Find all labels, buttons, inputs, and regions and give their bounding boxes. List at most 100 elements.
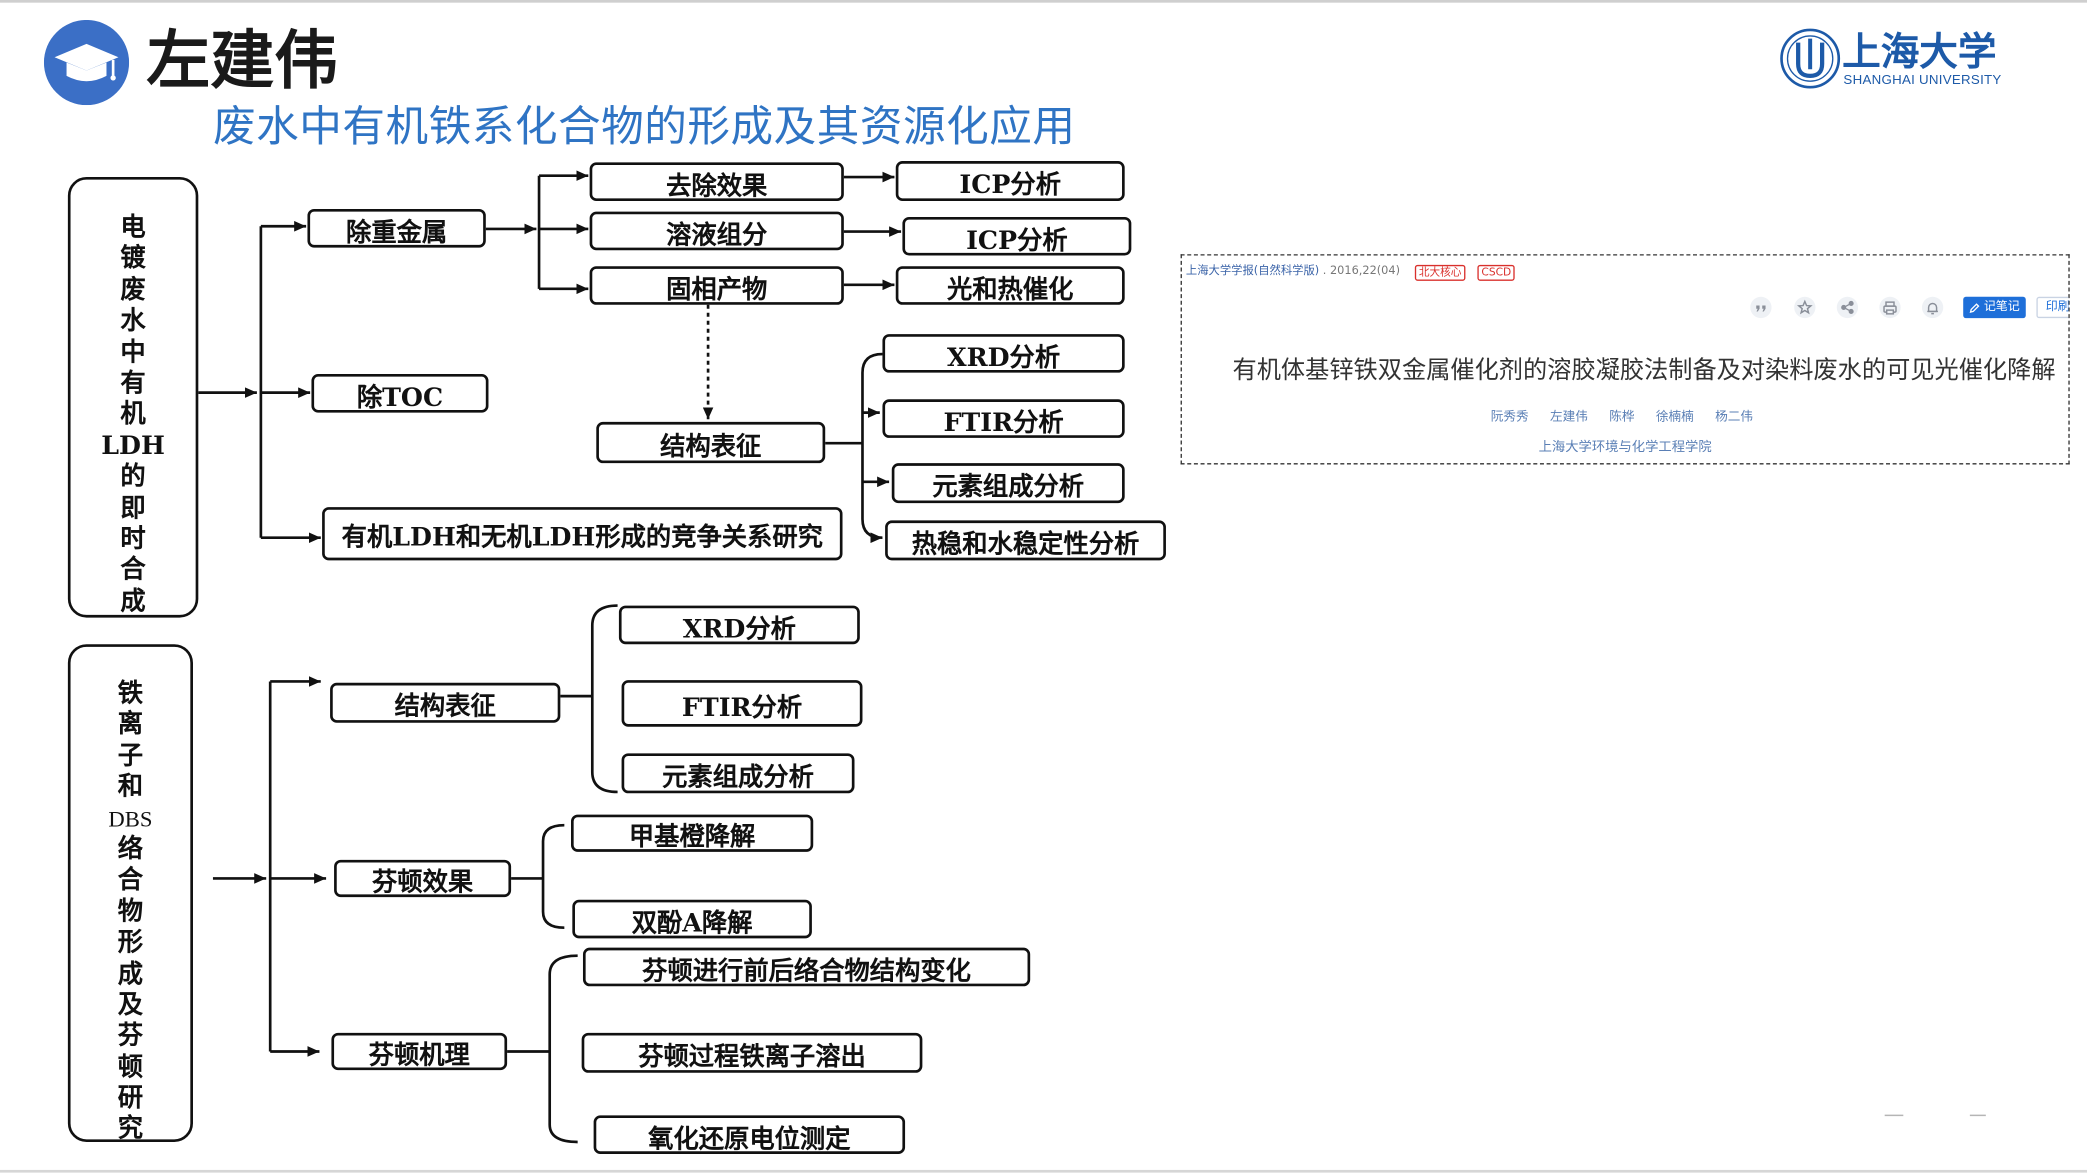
logo-name-cn: 上海大学 [1842,29,1997,75]
university-logo: 上海大学 SHANGHAI UNIVERSITY [1778,19,2002,99]
node-structure-characterization-2: 结构表征 [330,682,561,723]
root-char: 废 [120,275,146,305]
root-char: 成 [117,958,144,989]
node-ftir-analysis-1: FTIR分析 [882,399,1125,438]
root-char: 研 [117,1083,144,1113]
node-redox-potential: 氧化还原电位测定 [593,1115,906,1154]
bell-icon[interactable] [1921,296,1944,319]
note-button[interactable]: 记笔记 [1963,296,2026,319]
print-icon [1883,301,1897,315]
node-fenton-mechanism: 芬顿机理 [331,1032,508,1071]
root-char: LDH [101,430,165,461]
root-char: 顿 [117,1052,144,1082]
node-ftir-analysis-2: FTIR分析 [621,680,863,727]
node-xrd-analysis-1: XRD分析 [882,334,1125,373]
root-char: 有 [120,368,146,398]
paper-card[interactable]: 上海大学学报(自然科学版) . 2016,22(04) 北大核心 CSCD 记笔… [1180,254,2070,465]
quote-icon[interactable] [1750,296,1772,319]
graduation-cap-icon [43,19,130,106]
paper-author: 杨二伟 [1715,409,1754,425]
node-methyl-orange-degradation: 甲基橙降解 [570,814,814,852]
paper-journal-line: 上海大学学报(自然科学版) . 2016,22(04) [1186,265,1400,280]
node-xrd-analysis-2: XRD分析 [618,605,860,645]
root-char: 成 [120,586,146,616]
paper-author: 徐楠楠 [1655,409,1694,425]
node-icp-analysis-1: ICP分析 [895,161,1125,201]
bottom-border [0,1169,2087,1173]
root-char: 铁 [117,678,144,709]
root-char: 形 [117,927,144,958]
root-char: 即 [120,493,146,523]
paper-issue: . 2016,22(04) [1319,264,1401,279]
share-icon [1841,300,1854,314]
paper-author: 左建伟 [1549,409,1588,425]
node-element-analysis-2: 元素组成分析 [621,753,855,794]
root-char: 究 [117,1114,144,1144]
node-competition-study: 有机LDH和无机LDH形成的竞争关系研究 [322,507,843,561]
node-toc-removal: 除TOC [311,374,489,413]
star-icon [1796,299,1813,315]
seal-inner-ring [1786,35,1834,82]
brace-structure1 [861,352,883,544]
cap-tassel-end [110,75,116,81]
root-char: 络 [117,834,144,864]
top-border [0,0,2087,3]
print-version-button[interactable]: 印刷 [2036,296,2069,319]
root-char: 离 [117,709,144,740]
paper-author: 阮秀秀 [1490,409,1529,425]
paper-affiliation: 上海大学环境与化学工程学院 [1538,440,1712,456]
node-removal-effect: 去除效果 [589,162,844,201]
root-char: 子 [117,741,144,771]
node-photo-thermal-catalysis: 光和热催化 [895,266,1125,305]
cap-band [66,62,107,82]
root-char: 时 [120,524,146,554]
paper-title: 有机体基锌铁双金属催化剂的溶胶凝胶法制备及对染料废水的可见光催化降解 [1232,356,2056,385]
node-heavy-metal-removal: 除重金属 [307,208,486,248]
root-label-vertical: 电 镀 废 水 中 有 机 LDH 的 即 时 合 成 [71,213,196,618]
root-char: 和 [117,772,144,802]
root-char: 镀 [120,244,146,274]
root-char: 芬 [117,1021,144,1051]
print-icon[interactable] [1879,296,1901,319]
slide-subtitle: 废水中有机铁系化合物的形成及其资源化应用 [212,101,1076,152]
badge-cscd: CSCD [1477,264,1516,281]
paper-author: 陈桦 [1609,409,1635,425]
root-char: 物 [117,896,144,927]
root-char: 机 [120,399,146,430]
logo-name-en: SHANGHAI UNIVERSITY [1843,73,2002,88]
root-box-iron-dbs: 铁 离 子 和 DBS 络 合 物 形 成 及 芬 顿 研 究 [67,644,193,1144]
root-box-organic-ldh: 电 镀 废 水 中 有 机 LDH 的 即 时 合 成 [67,177,199,618]
badge-core-journal: 北大核心 [1414,264,1466,281]
node-iron-ion-leaching: 芬顿过程铁离子溶出 [581,1032,923,1073]
seal-outer-ring [1780,28,1841,89]
node-icp-analysis-2: ICP分析 [902,216,1132,256]
paper-journal: 上海大学学报(自然科学版) [1185,264,1320,279]
root-char: 的 [120,462,146,492]
share-icon[interactable] [1836,296,1859,319]
brace-fenton-mechanism [548,954,578,1144]
node-structure-characterization-1: 结构表征 [596,421,826,464]
root-char: 中 [120,337,146,367]
node-stability-analysis: 热稳和水稳定性分析 [885,520,1166,561]
bell-icon [1927,302,1938,315]
pen-icon [1970,302,1981,313]
brace-structure2 [590,604,618,794]
node-complex-structure-change: 芬顿进行前后络合物结构变化 [582,947,1031,987]
root-char: 合 [117,865,144,895]
node-solution-composition: 溶液组分 [589,211,844,251]
university-seal-icon [1780,28,1841,89]
paper-authors: 阮秀秀 左建伟 陈桦 徐楠楠 杨二伟 [1491,410,1753,426]
star-icon[interactable] [1794,296,1816,319]
cap-board [54,43,119,71]
root-char: 电 [120,212,146,243]
root-char: 合 [120,555,146,585]
root-char: 及 [117,990,144,1020]
node-solid-product: 固相产物 [589,266,844,305]
node-element-analysis-1: 元素组成分析 [891,463,1125,504]
root-char: 水 [120,306,146,336]
brace-fenton-effect [541,823,565,930]
node-fenton-effect: 芬顿效果 [334,859,512,898]
